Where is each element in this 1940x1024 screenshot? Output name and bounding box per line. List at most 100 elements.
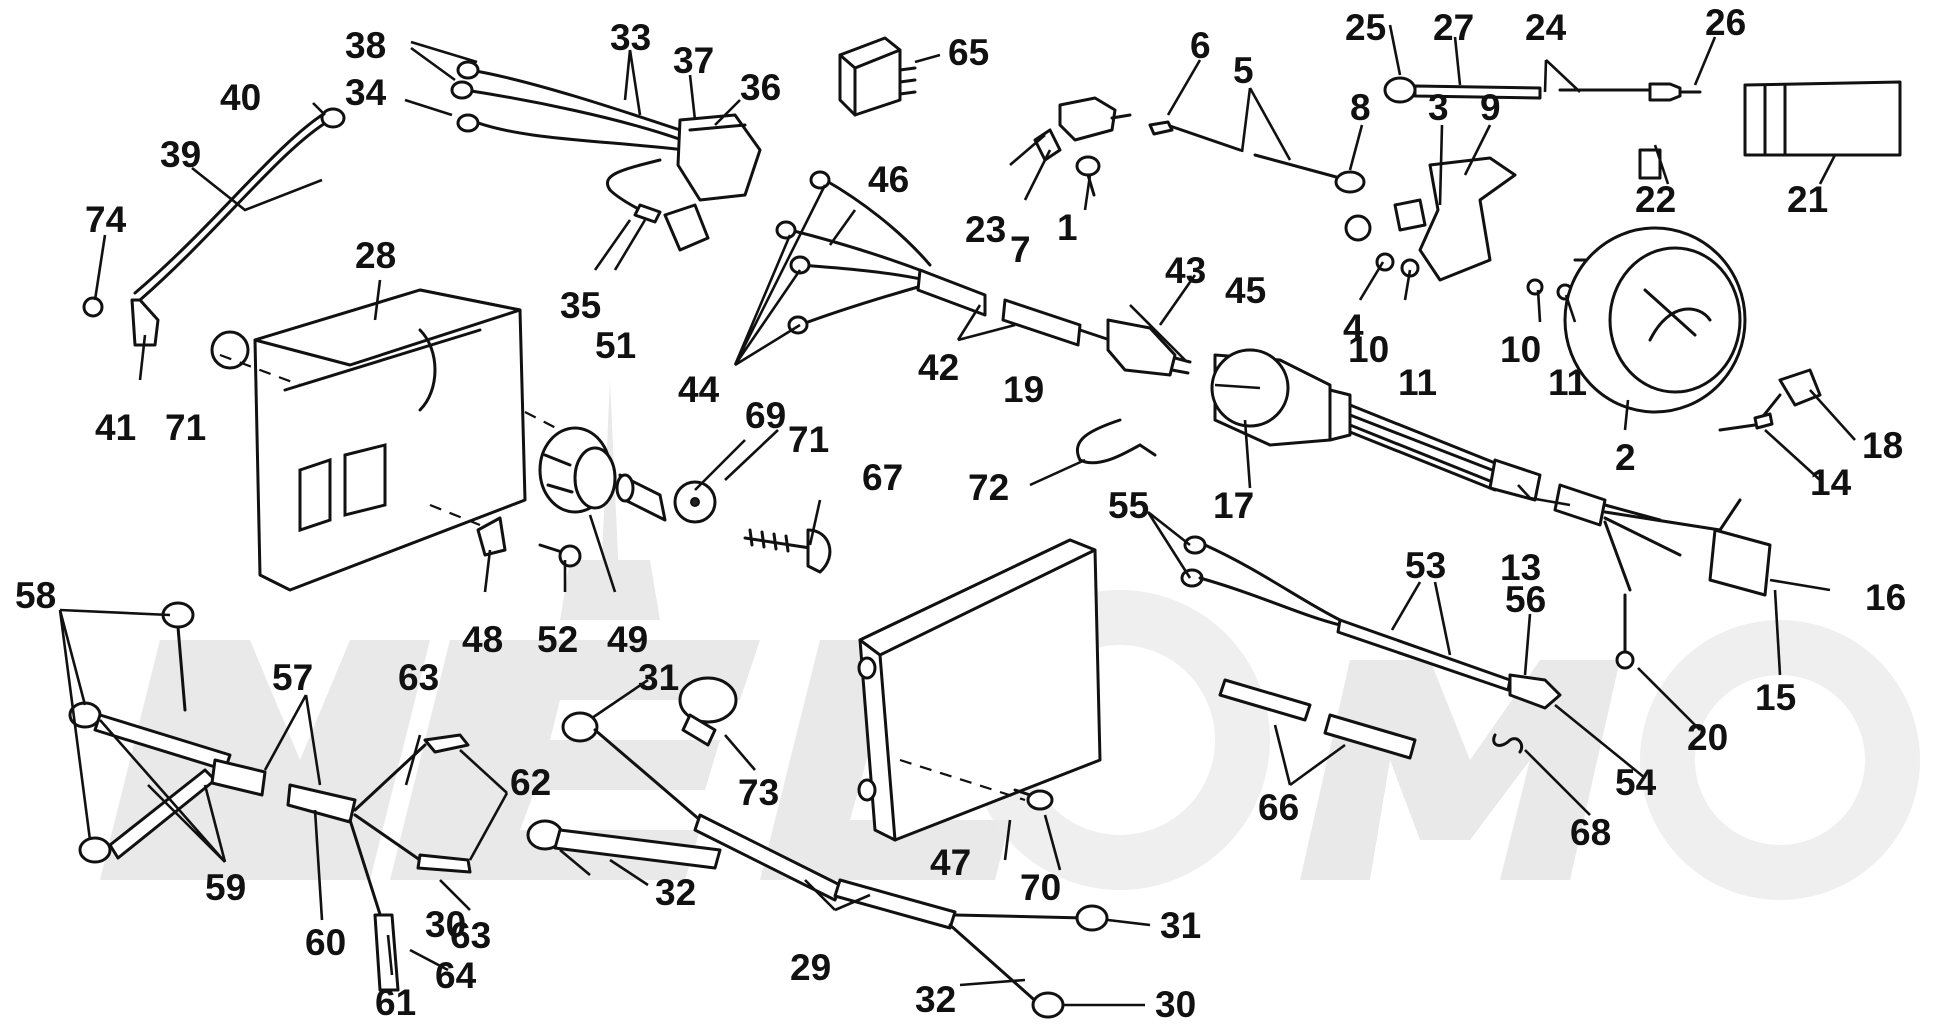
callout-17: 17 <box>1213 485 1254 526</box>
sleeve-tube <box>1218 678 1312 722</box>
callout-53: 53 <box>1405 545 1446 586</box>
callout-33: 33 <box>610 17 651 58</box>
screw <box>538 543 582 568</box>
callout-39: 39 <box>160 134 201 175</box>
washer <box>1526 278 1544 296</box>
callout-63a: 63 <box>398 657 439 698</box>
tach-lead <box>1718 368 1822 432</box>
callout-63b: 63 <box>450 915 491 956</box>
callout-71a: 71 <box>165 407 206 448</box>
gauge-connector <box>1106 318 1192 377</box>
callout-57: 57 <box>272 657 313 698</box>
callout-1: 1 <box>1057 207 1078 248</box>
relay-harness <box>450 60 762 252</box>
callout-13: 13 <box>1500 547 1541 588</box>
callout-43: 43 <box>1165 250 1206 291</box>
housing-dashed-line <box>219 353 301 387</box>
leader-lines <box>58 24 1856 1007</box>
callout-31a: 31 <box>638 657 679 698</box>
callout-71b: 71 <box>788 419 829 460</box>
callout-49: 49 <box>607 619 648 660</box>
callout-labels: 1 2 3 4 5 6 7 8 9 10 10 11 11 13 14 15 1… <box>15 2 1906 1024</box>
callout-47: 47 <box>930 842 971 883</box>
grommet-disc <box>210 330 250 370</box>
callout-44: 44 <box>678 369 720 410</box>
callout-10a: 10 <box>1348 329 1389 370</box>
callout-59: 59 <box>205 867 246 908</box>
bolt <box>743 528 832 574</box>
callout-46: 46 <box>868 159 909 200</box>
housing-dashed-line <box>429 503 481 527</box>
callout-73: 73 <box>738 772 779 813</box>
callout-14: 14 <box>1810 462 1852 503</box>
module-screw <box>1013 788 1054 811</box>
callout-21: 21 <box>1787 179 1828 220</box>
callout-30b: 30 <box>1155 984 1196 1024</box>
callout-11b: 11 <box>1548 362 1587 403</box>
callout-7: 7 <box>1010 229 1031 270</box>
callout-3: 3 <box>1428 87 1449 128</box>
callout-70: 70 <box>1020 867 1061 908</box>
retaining-clip <box>1492 733 1524 754</box>
callout-16: 16 <box>1865 577 1906 618</box>
callout-15: 15 <box>1755 677 1796 718</box>
callout-24: 24 <box>1525 7 1567 48</box>
callout-2: 2 <box>1615 437 1636 478</box>
callout-18: 18 <box>1862 425 1903 466</box>
spring-clip <box>1076 418 1157 465</box>
callout-40: 40 <box>220 77 261 118</box>
main-cable <box>526 711 1109 1019</box>
callout-55: 55 <box>1108 485 1149 526</box>
light-lead <box>1383 76 1702 104</box>
relay <box>838 36 917 117</box>
callout-45: 45 <box>1225 270 1266 311</box>
control-module <box>857 538 1102 842</box>
callout-61: 61 <box>375 982 416 1023</box>
callout-26: 26 <box>1705 2 1746 43</box>
light-socket <box>1743 80 1902 157</box>
grommet-hole <box>690 497 700 507</box>
callout-34: 34 <box>345 72 387 113</box>
gauge-bracket <box>1344 156 1517 282</box>
module-dashed-line <box>899 758 1026 802</box>
callout-65: 65 <box>948 32 989 73</box>
callout-51: 51 <box>595 325 636 366</box>
callout-69: 69 <box>745 395 786 436</box>
callout-48: 48 <box>462 619 503 660</box>
callout-8: 8 <box>1350 87 1371 128</box>
callout-35: 35 <box>560 285 601 326</box>
bulb <box>1638 148 1662 180</box>
trim-lead <box>1180 535 1562 710</box>
callout-4: 4 <box>1343 307 1364 348</box>
callout-10b: 10 <box>1500 329 1541 370</box>
callout-23: 23 <box>965 209 1006 250</box>
callout-41: 41 <box>95 407 136 448</box>
callout-22: 22 <box>1635 179 1676 220</box>
rubber-grommet <box>538 426 617 514</box>
callout-20: 20 <box>1687 717 1728 758</box>
callout-5: 5 <box>1233 50 1254 91</box>
terminal-block <box>1058 96 1132 142</box>
hex-nut <box>82 296 104 318</box>
callout-74: 74 <box>85 199 127 240</box>
callout-6: 6 <box>1190 25 1211 66</box>
callout-66: 66 <box>1258 787 1299 828</box>
callout-37: 37 <box>673 40 714 81</box>
callout-31b: 31 <box>1160 905 1201 946</box>
callout-25: 25 <box>1345 7 1386 48</box>
callout-67: 67 <box>862 457 903 498</box>
battery-lead-b <box>286 733 472 992</box>
hose-clamp <box>678 676 738 747</box>
callout-36: 36 <box>740 67 781 108</box>
callout-52: 52 <box>537 619 578 660</box>
callout-29: 29 <box>790 947 831 988</box>
callout-58: 58 <box>15 575 56 616</box>
callout-60: 60 <box>305 922 346 963</box>
gauge <box>1563 226 1747 414</box>
sleeve <box>615 473 667 522</box>
callout-72: 72 <box>968 467 1009 508</box>
callout-28: 28 <box>355 235 396 276</box>
callout-9: 9 <box>1480 87 1501 128</box>
callout-32b: 32 <box>915 979 956 1020</box>
